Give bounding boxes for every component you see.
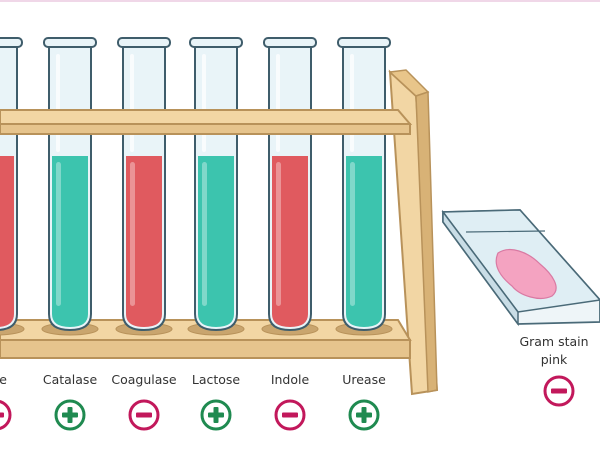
liquid-teal xyxy=(198,156,234,327)
plus-circle-icon xyxy=(54,399,86,431)
pink-smear xyxy=(495,249,557,299)
test-label-urease: Urease xyxy=(342,372,386,387)
test-tube-catalase xyxy=(48,43,92,332)
minus-circle-icon xyxy=(274,399,306,431)
test-tube-ase xyxy=(0,43,18,331)
liquid-teal xyxy=(346,156,382,327)
test-tube-urease xyxy=(342,43,386,332)
test-label-catalase: Catalase xyxy=(42,372,98,387)
test-label-indole: Indole xyxy=(270,372,310,387)
minus-circle-icon xyxy=(543,375,575,407)
gram-stain-slide xyxy=(441,209,600,327)
test-tube-coagulase xyxy=(122,43,166,332)
minus-circle-icon xyxy=(128,399,160,431)
liquid-red xyxy=(126,156,162,327)
test-label-lactose: Lactose xyxy=(191,372,241,387)
liquid-red xyxy=(0,156,14,327)
tube-rim xyxy=(117,37,171,48)
test-label-coagulase: Coagulase xyxy=(111,372,177,387)
gram-stain-label-line2: pink xyxy=(540,352,568,367)
tube-rim xyxy=(263,37,317,48)
plus-circle-icon xyxy=(200,399,232,431)
rack-top-shelf xyxy=(0,109,413,135)
tube-rim xyxy=(43,37,97,48)
tube-rim xyxy=(189,37,243,48)
test-tube-indole xyxy=(268,43,312,332)
gram-stain-label-line1: Gram stain xyxy=(519,334,589,349)
rack-side-support xyxy=(388,69,439,396)
liquid-red xyxy=(272,156,308,327)
liquid-teal xyxy=(52,156,88,327)
tube-rim xyxy=(0,37,23,48)
plus-circle-icon xyxy=(348,399,380,431)
tube-rim xyxy=(337,37,391,48)
gram-stain-label: Gram stain pink xyxy=(508,333,600,369)
test-label-ase: ase xyxy=(0,372,7,387)
test-tube-lactose xyxy=(194,43,238,332)
minus-circle-icon xyxy=(0,400,12,430)
